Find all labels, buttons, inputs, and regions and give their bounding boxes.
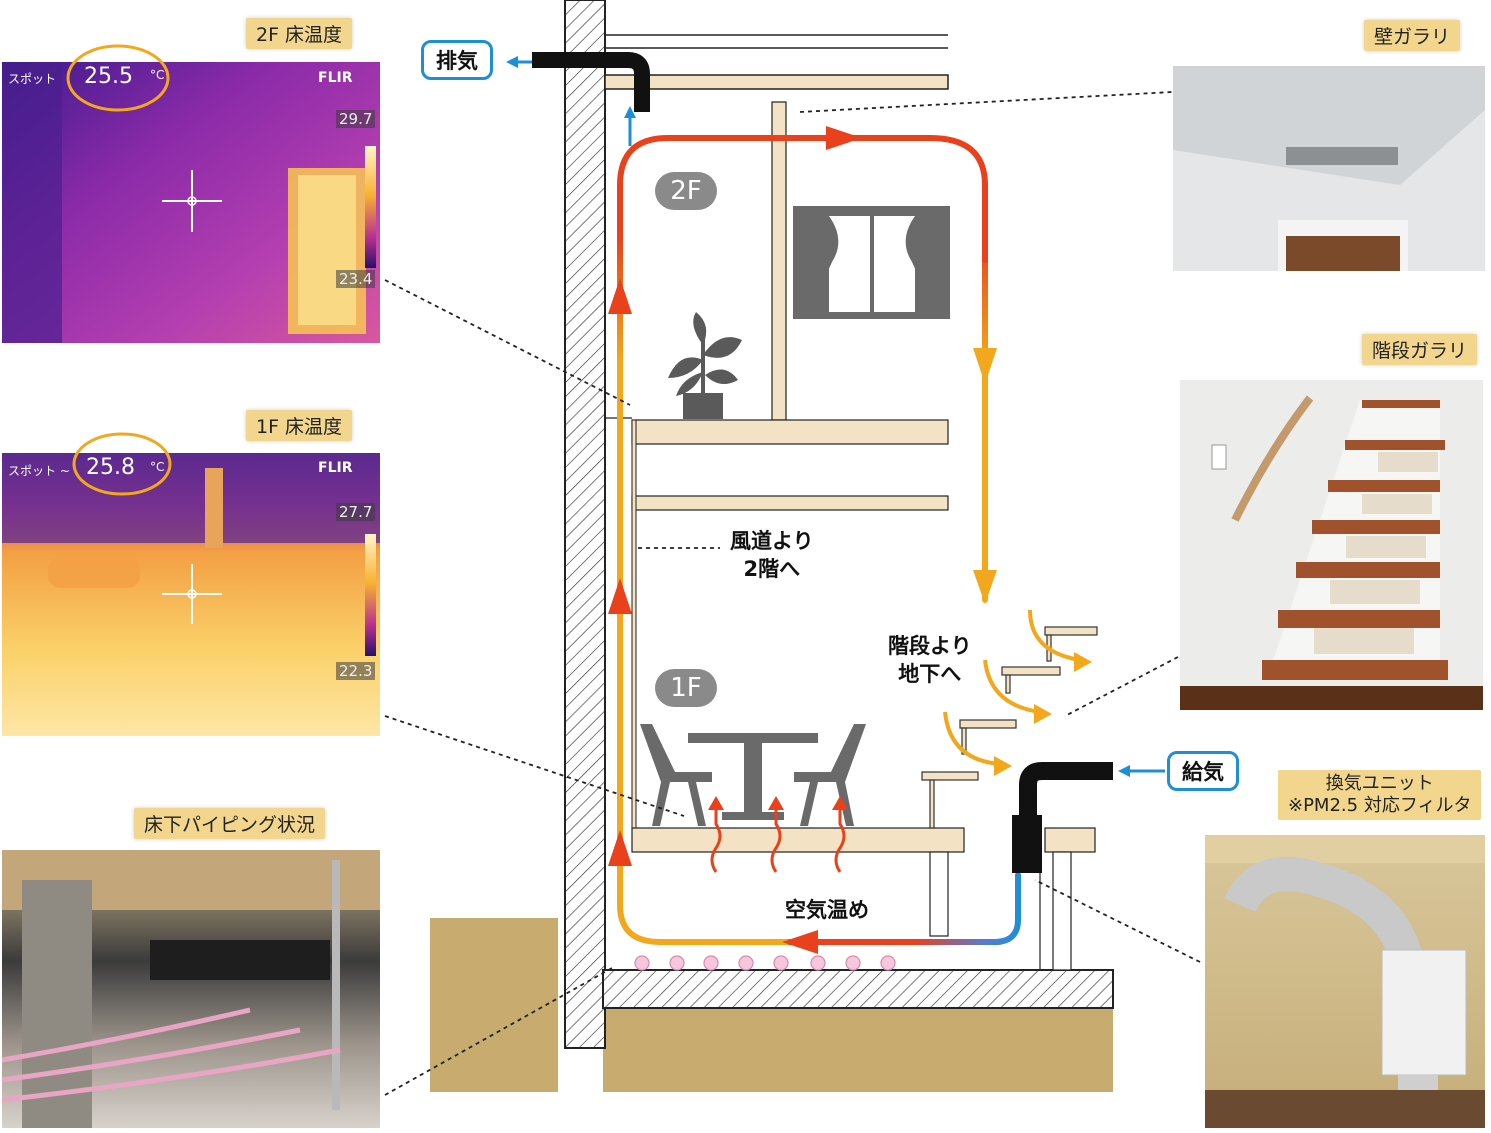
underfloor-photo xyxy=(1,850,380,1128)
wall-vent-title: 壁ガラリ xyxy=(1364,20,1461,51)
stair-vent-photo xyxy=(1180,380,1483,710)
thermal-photo-2f xyxy=(2,44,380,343)
wall-vent-photo xyxy=(1173,66,1485,271)
underfloor-pipes xyxy=(634,955,896,971)
vent-unit-title-line1: 換気ユニット xyxy=(1325,773,1434,794)
duct-to-2f-line1: 風道より xyxy=(730,529,814,553)
duct-to-2f-annotation: 風道より 2階へ xyxy=(730,527,814,583)
leader-lines xyxy=(384,91,1201,1096)
interior-column xyxy=(771,101,787,421)
dining-set xyxy=(640,724,866,826)
exhaust-duct xyxy=(506,52,650,146)
thermal-2f-spot-label: スポット xyxy=(8,72,57,86)
duct-board xyxy=(631,419,637,831)
floor-1f-badge: 1F xyxy=(655,669,717,707)
plant xyxy=(668,312,742,419)
thermal-2f-title: 2F 床温度 xyxy=(246,18,353,49)
thermal-photo-1f xyxy=(2,432,380,736)
thermal-2f-brand: FLIR xyxy=(318,70,353,86)
floor-1f xyxy=(631,827,965,853)
underfloor-title: 床下パイピング状況 xyxy=(134,808,326,839)
thermal-2f-scale-max: 29.7 xyxy=(336,110,376,128)
supply-label: 給気 xyxy=(1167,751,1239,791)
stairs-to-basement-annotation: 階段より 地下へ xyxy=(888,632,972,688)
stair-vent-title: 階段ガラリ xyxy=(1362,334,1478,365)
floor-post xyxy=(929,851,949,937)
flow-arrowheads xyxy=(608,126,997,954)
thermal-1f-scale-min: 22.3 xyxy=(336,662,376,680)
thermal-1f-scale-max: 27.7 xyxy=(336,503,376,521)
window xyxy=(793,206,950,319)
supply-duct xyxy=(1012,762,1165,873)
vent-unit-title: 換気ユニット ※PM2.5 対応フィルタ xyxy=(1278,770,1482,820)
stairs-to-basement-line1: 階段より xyxy=(888,634,972,658)
thermal-1f-spot-value: 25.8 xyxy=(86,455,135,480)
roof-structure xyxy=(604,34,949,90)
thermal-1f-brand: FLIR xyxy=(318,460,353,476)
thermal-1f-title: 1F 床温度 xyxy=(246,410,353,441)
soil-right xyxy=(603,1008,1113,1092)
vent-unit-title-line2: ※PM2.5 対応フィルタ xyxy=(1288,795,1472,816)
basement-slab xyxy=(602,969,1114,1009)
ceiling-1f xyxy=(631,495,949,511)
duct-to-2f-line2: 2階へ xyxy=(743,557,801,581)
thermal-1f-spot-label: スポット ~ xyxy=(8,464,70,478)
thermal-2f-unit: °C xyxy=(150,68,165,82)
thermal-1f-unit: °C xyxy=(150,460,165,474)
exhaust-label: 排気 xyxy=(421,40,493,80)
air-warming-annotation: 空気温め xyxy=(785,898,869,922)
thermal-2f-scale-min: 23.4 xyxy=(336,270,376,288)
stair-flow xyxy=(943,609,1081,766)
floor-2f xyxy=(631,419,949,445)
floor-2f-badge: 2F xyxy=(655,172,717,210)
warm-air-flow xyxy=(617,135,1021,945)
vent-unit-photo xyxy=(1205,835,1485,1128)
thermal-2f-spot-value: 25.5 xyxy=(84,64,133,89)
heat-waves xyxy=(710,806,846,873)
soil-left xyxy=(430,918,558,1092)
exterior-wall xyxy=(564,0,606,1049)
stairs-to-basement-line2: 地下へ xyxy=(898,662,962,686)
